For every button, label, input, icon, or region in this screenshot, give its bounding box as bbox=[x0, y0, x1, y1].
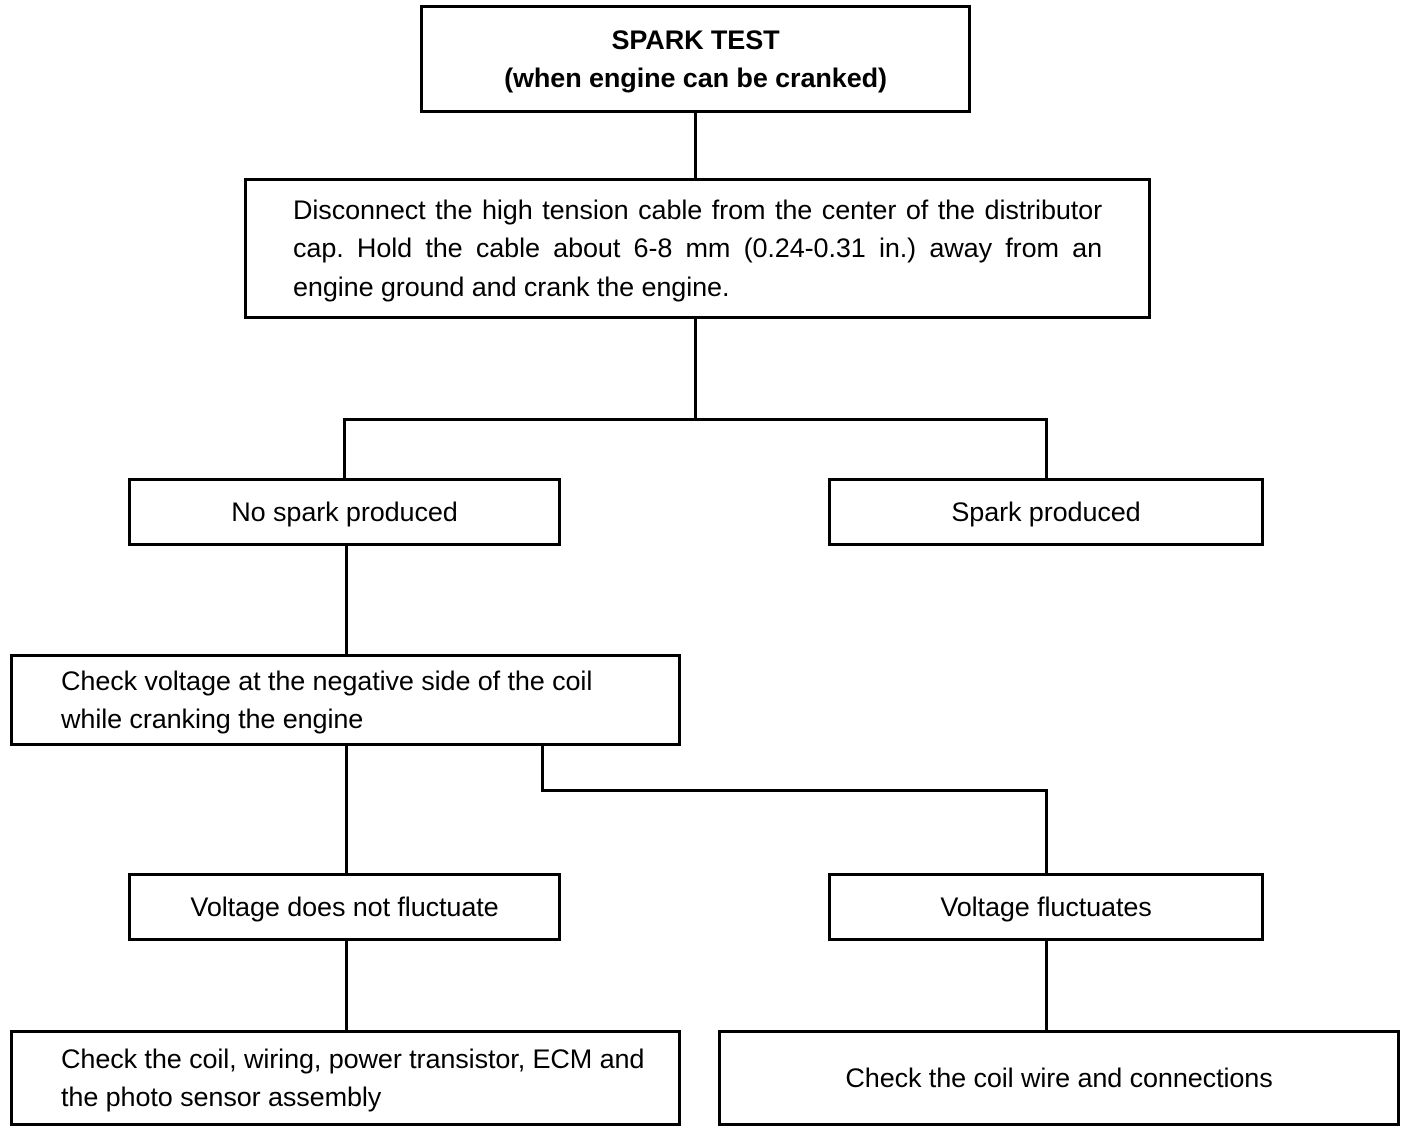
node-spark-produced-text: Spark produced bbox=[951, 496, 1141, 527]
connector-check-voltage-dogleg-down bbox=[541, 744, 544, 792]
connector-branch-right-leg bbox=[1045, 418, 1048, 480]
connector-fluctuates-to-result-right bbox=[1045, 939, 1048, 1033]
node-voltage-does-not-fluctuate-text: Voltage does not fluctuate bbox=[190, 891, 499, 922]
node-spark-test-title: SPARK TEST (when engine can be cranked) bbox=[420, 5, 971, 113]
node-result-check-coil-wire-text: Check the coil wire and connections bbox=[845, 1062, 1273, 1093]
node-voltage-fluctuates: Voltage fluctuates bbox=[828, 873, 1264, 941]
connector-check-voltage-dogleg-across bbox=[541, 789, 1048, 792]
node-check-voltage-text: Check voltage at the negative side of th… bbox=[61, 665, 593, 734]
node-no-spark-produced-text: No spark produced bbox=[231, 496, 458, 527]
node-result-check-coil-wire: Check the coil wire and connections bbox=[718, 1030, 1400, 1126]
connector-branch-left-leg bbox=[343, 418, 346, 480]
title-line-1: SPARK TEST bbox=[611, 24, 780, 55]
node-spark-produced: Spark produced bbox=[828, 478, 1264, 546]
connector-title-to-instruction bbox=[694, 110, 697, 180]
connector-check-voltage-dogleg-to-fluctuates bbox=[1045, 789, 1048, 876]
node-voltage-does-not-fluctuate: Voltage does not fluctuate bbox=[128, 873, 561, 941]
node-check-voltage: Check voltage at the negative side of th… bbox=[10, 654, 681, 746]
title-line-2: (when engine can be cranked) bbox=[504, 63, 887, 93]
node-instruction: Disconnect the high tension cable from t… bbox=[244, 178, 1151, 319]
node-voltage-fluctuates-text: Voltage fluctuates bbox=[940, 891, 1152, 922]
node-spark-test-title-text: SPARK TEST (when engine can be cranked) bbox=[423, 21, 968, 98]
connector-check-voltage-to-steady bbox=[345, 744, 348, 876]
node-result-check-coil-wiring-text: Check the coil, wiring, power transistor… bbox=[61, 1043, 645, 1112]
connector-no-spark-to-check-voltage bbox=[345, 544, 348, 656]
connector-branch-bar bbox=[343, 418, 1048, 421]
node-no-spark-produced: No spark produced bbox=[128, 478, 561, 546]
node-result-check-coil-wiring: Check the coil, wiring, power transistor… bbox=[10, 1030, 681, 1126]
connector-steady-to-result-left bbox=[345, 939, 348, 1033]
connector-instruction-to-branch bbox=[694, 316, 697, 421]
node-instruction-text: Disconnect the high tension cable from t… bbox=[293, 195, 1102, 302]
